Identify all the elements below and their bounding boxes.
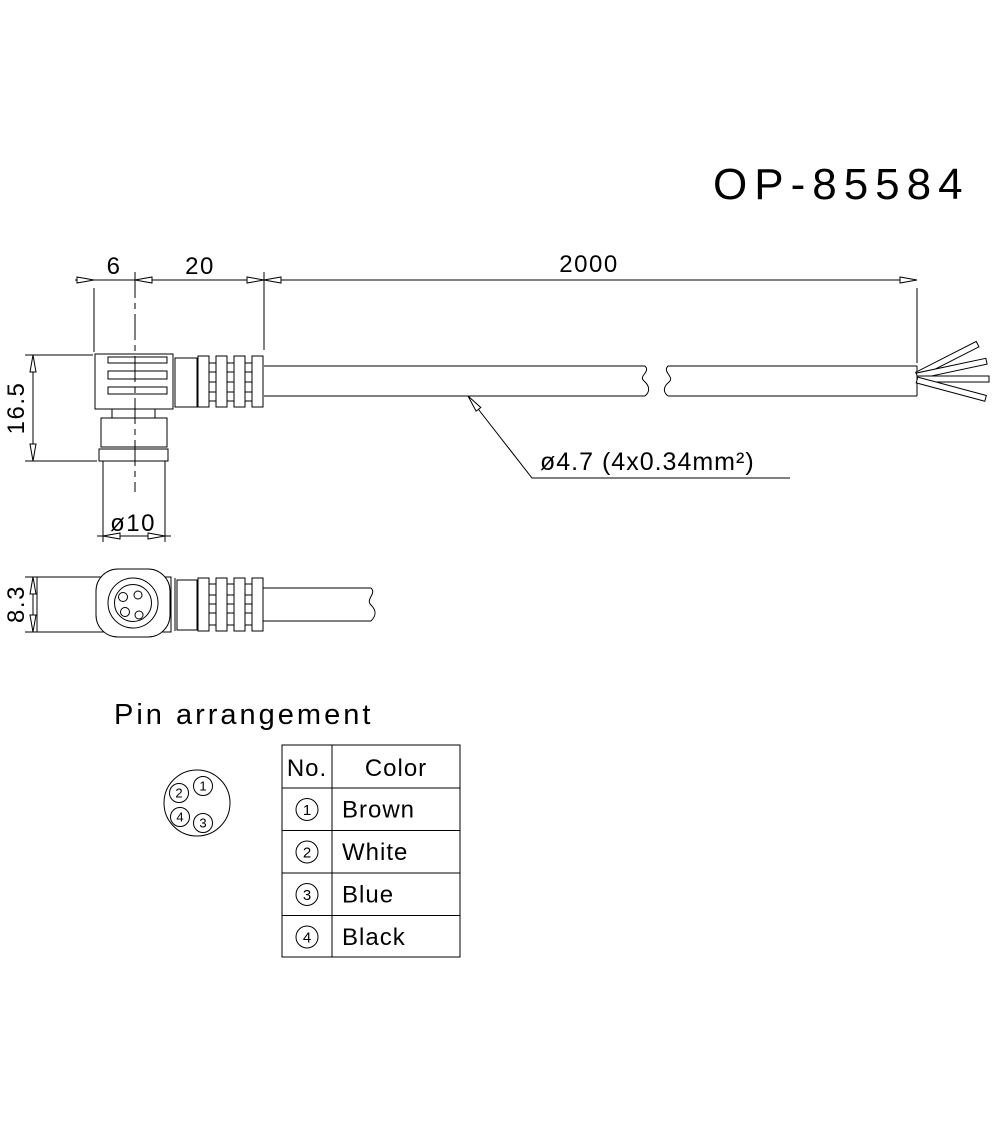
- pin-number: 4: [303, 930, 311, 947]
- arrowhead-icon: [899, 276, 918, 284]
- cable-break-icon: [663, 365, 672, 397]
- connector-face: [95, 568, 171, 638]
- collar: [176, 579, 198, 631]
- side-height-dimension: 8.3: [3, 576, 40, 633]
- dim-6-label: 6: [107, 253, 122, 280]
- rib: [233, 355, 246, 408]
- cable-spec-callout: ø4.7 (4x0.34mm²): [467, 395, 790, 479]
- pin-number: 2: [303, 845, 311, 862]
- rib: [197, 355, 210, 408]
- pin-hole: [120, 607, 130, 617]
- dia-10-label: ø10: [110, 510, 156, 537]
- arrowhead-icon: [134, 276, 153, 284]
- color-value: Black: [342, 924, 406, 951]
- arrowhead-icon: [29, 354, 37, 373]
- collar: [174, 357, 198, 408]
- arrowhead-icon: [76, 276, 95, 284]
- arrowhead-icon: [263, 276, 282, 284]
- cable-spec-label: ø4.7 (4x0.34mm²): [540, 448, 755, 476]
- table-header-color: Color: [365, 755, 427, 782]
- pin-hole: [118, 592, 128, 602]
- table-border: [281, 744, 461, 958]
- color-value: Brown: [342, 797, 415, 824]
- strain-relief: [197, 355, 264, 408]
- cable: [264, 340, 990, 402]
- pin-circle: [193, 813, 213, 833]
- connector-body: [94, 353, 174, 410]
- ring: [100, 417, 168, 448]
- pin-number: 4: [176, 810, 183, 825]
- rib: [251, 355, 264, 408]
- connector-face-circle: [163, 769, 231, 837]
- table-header-no: No.: [287, 755, 327, 782]
- color-value: White: [342, 839, 408, 866]
- connector-side-view: [36, 568, 376, 638]
- pin-hole: [133, 590, 143, 600]
- grip-slot: [107, 370, 168, 380]
- cable-break-icon: [641, 365, 650, 397]
- dim-16-5-label: 16.5: [3, 382, 30, 435]
- rib: [197, 577, 210, 632]
- pin-hole: [134, 610, 144, 620]
- pin-circle: [169, 783, 189, 803]
- connector-main-view: [94, 272, 264, 542]
- barrel-diameter-dimension: ø10: [97, 510, 171, 540]
- pin-number: 3: [303, 887, 311, 904]
- pin-badge: [295, 798, 319, 821]
- rib: [215, 577, 228, 632]
- arrowhead-icon: [467, 395, 482, 412]
- face-ring: [107, 577, 159, 629]
- face-ring: [114, 584, 152, 622]
- wire-strands: [914, 340, 990, 402]
- arrowhead-icon: [29, 614, 37, 633]
- rib: [251, 577, 264, 632]
- pin-number: 1: [199, 779, 206, 794]
- pin-number: 2: [175, 786, 182, 801]
- color-value: Blue: [342, 882, 394, 909]
- strain-relief: [197, 577, 264, 632]
- pin-badge: [295, 883, 319, 906]
- pin-badge: [295, 840, 319, 864]
- arrowhead-icon: [147, 532, 166, 540]
- height-dimension: 16.5: [3, 354, 97, 462]
- pin-circle: [193, 776, 213, 796]
- grip-slot: [107, 386, 168, 395]
- pin-badge: [295, 925, 319, 949]
- grip-slot: [107, 356, 168, 364]
- dim-20-label: 20: [185, 253, 215, 280]
- pin-circle: [170, 807, 190, 827]
- rib: [233, 577, 246, 632]
- dim-2000-label: 2000: [559, 251, 618, 278]
- table-row: 1 Brown: [295, 797, 415, 824]
- top-dimensions: 6 20 2000: [75, 251, 918, 363]
- color-table: No. Color 1 Brown 2 White 3 Blue 4 Black: [281, 744, 461, 958]
- arrowhead-icon: [29, 576, 37, 595]
- dim-8-3-label: 8.3: [3, 585, 30, 623]
- arrowhead-icon: [102, 532, 121, 540]
- arrowhead-icon: [246, 276, 265, 284]
- pin-arrangement-heading: Pin arrangement: [114, 699, 373, 731]
- ring: [98, 448, 169, 462]
- table-row: 4 Black: [295, 924, 406, 951]
- rib: [215, 355, 228, 408]
- table-row: 2 White: [295, 839, 408, 866]
- wire-strand: [915, 376, 987, 402]
- neck: [111, 408, 156, 419]
- arrowhead-icon: [29, 443, 37, 462]
- pin-diagram: 1 2 3 4: [163, 769, 231, 837]
- pin-number: 3: [199, 816, 206, 831]
- cable-break-icon: [368, 587, 376, 622]
- leader-line: [467, 395, 790, 479]
- pin-number: 1: [303, 802, 311, 819]
- table-row: 3 Blue: [295, 882, 394, 909]
- drawing-title: OP-85584: [713, 160, 970, 209]
